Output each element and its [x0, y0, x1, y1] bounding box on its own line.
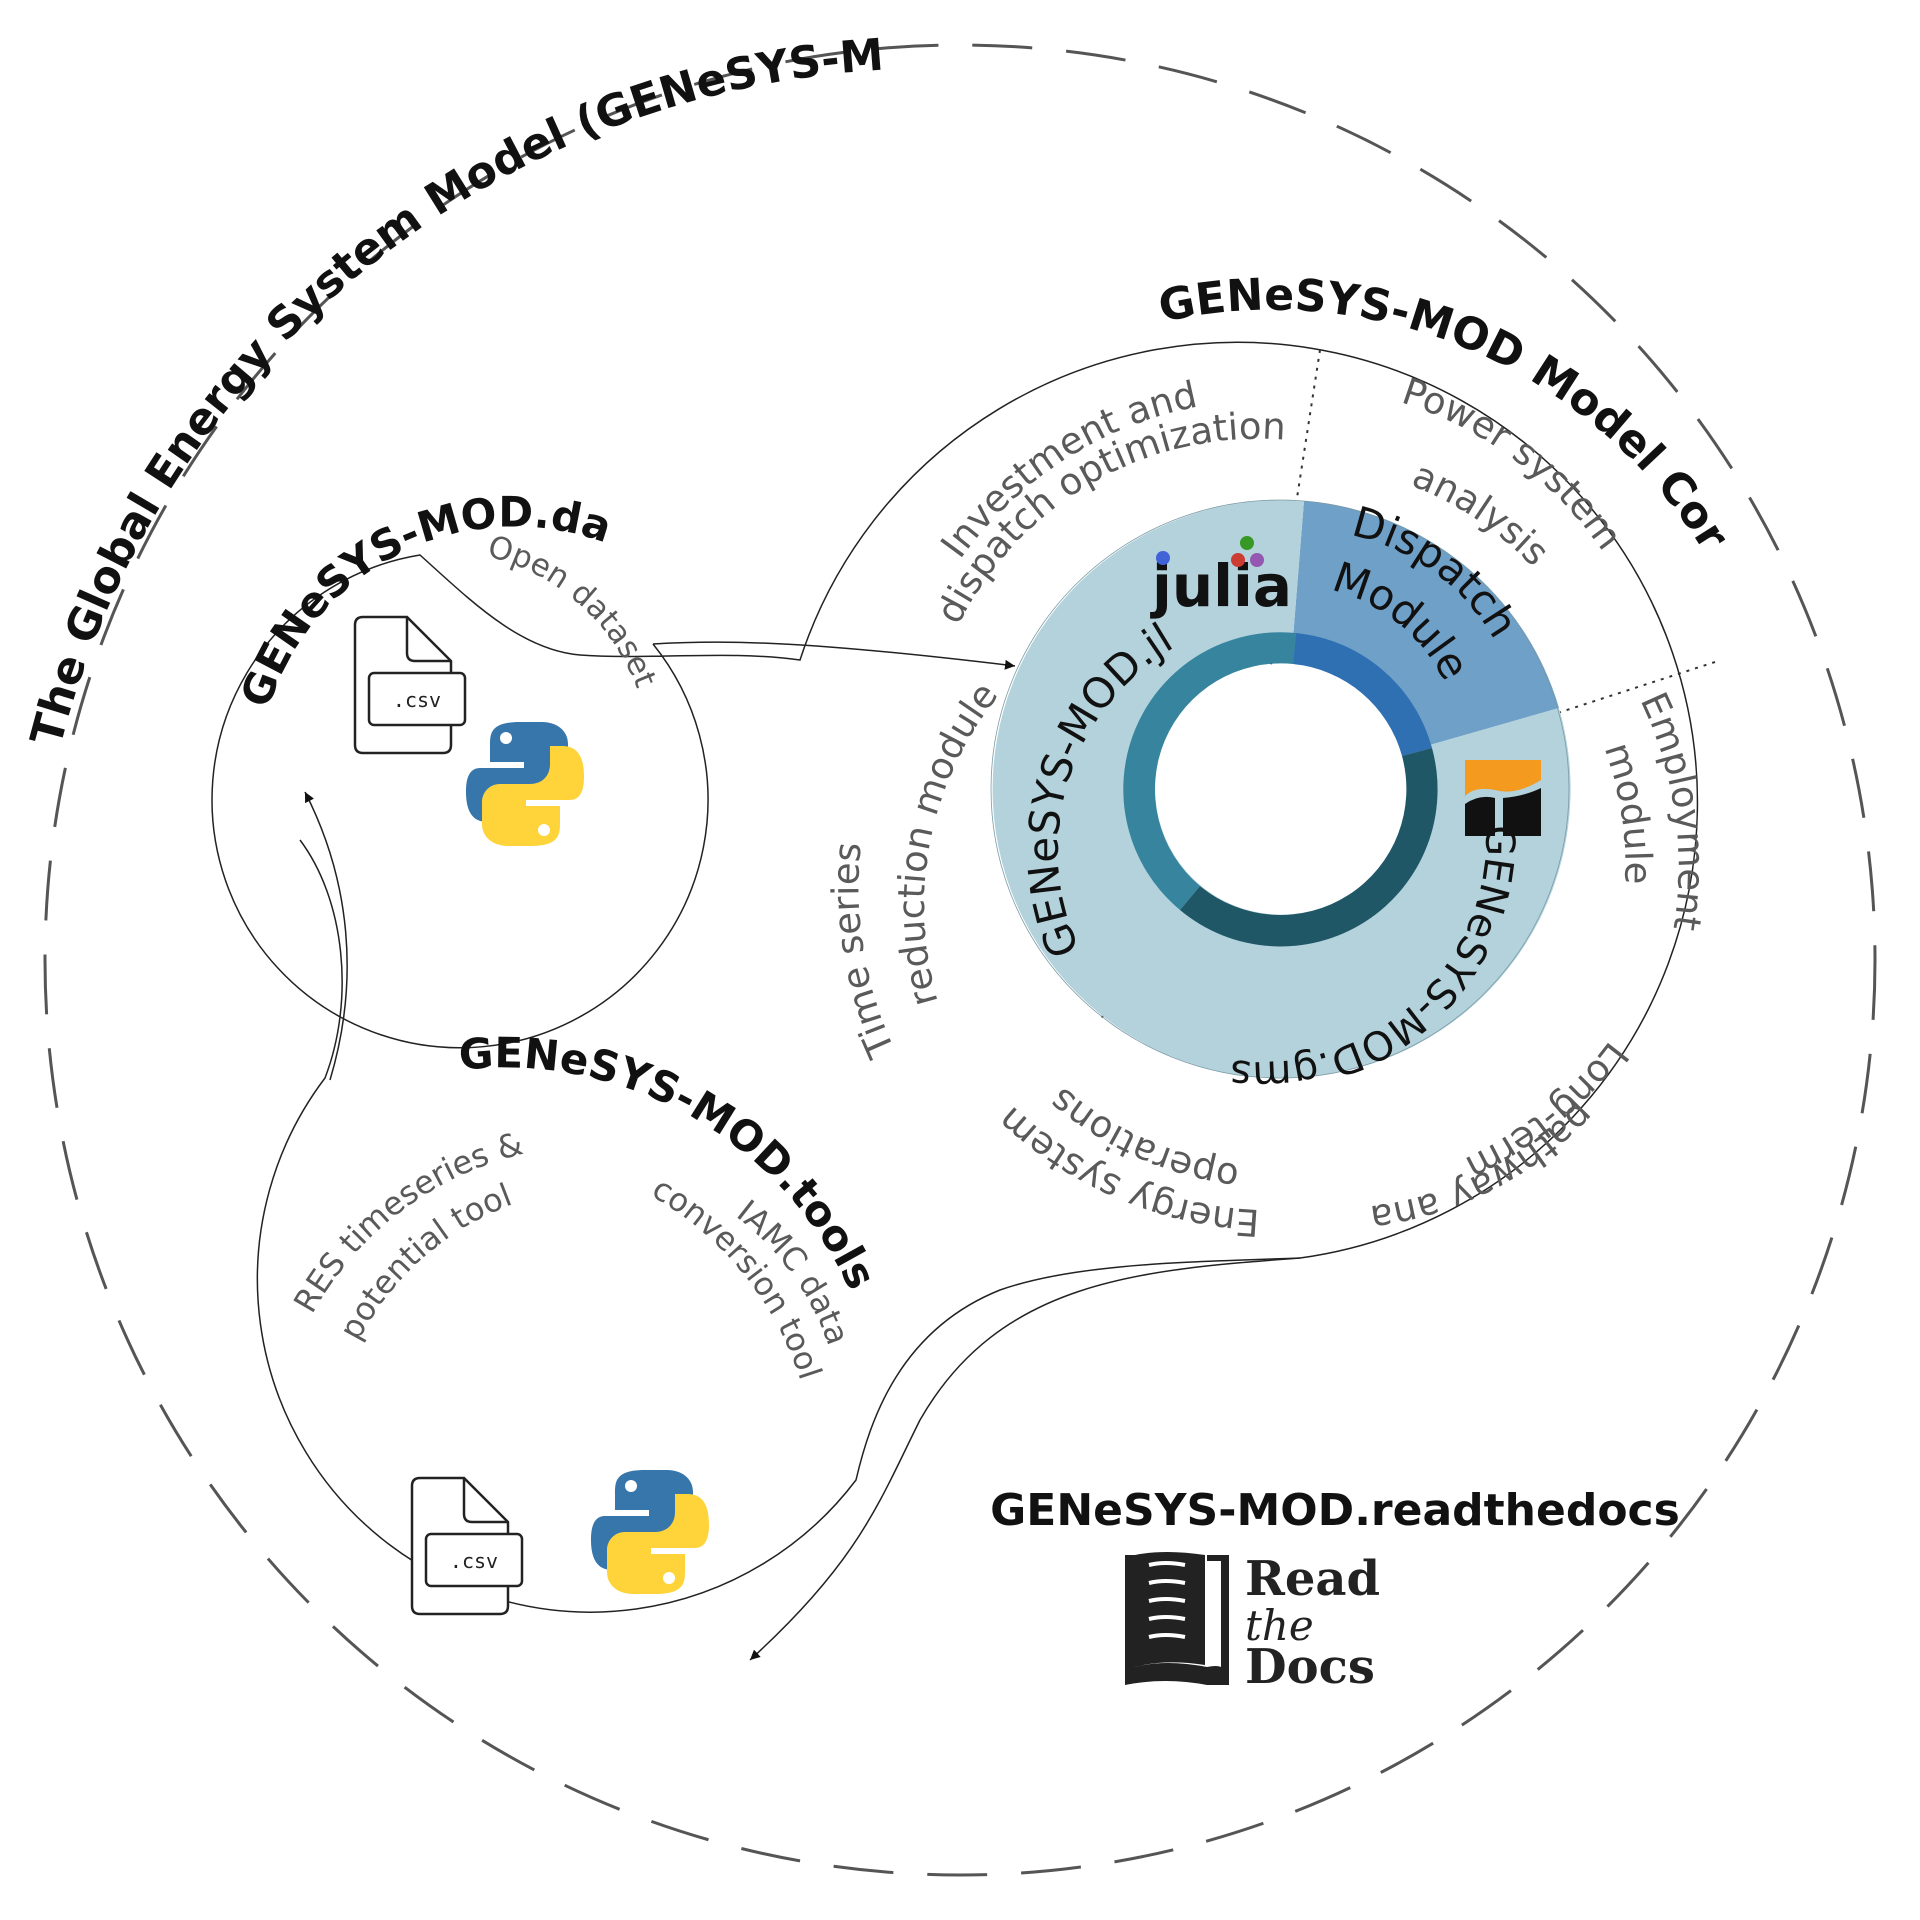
employment-label-line2: module: [1596, 738, 1660, 885]
docs-logo-word-read: Read: [1245, 1551, 1380, 1607]
core-outer-ring: [992, 500, 1571, 1079]
outer-dashed-boundary: [43, 43, 1877, 1877]
data-module-caption: Open dataset: [484, 529, 663, 692]
core-title: GENeSYS-MOD Model Core: [0, 0, 1739, 559]
jl-inner-segment: [1123, 632, 1296, 910]
docs-logo-word-the: the: [1245, 1601, 1314, 1650]
csv-file-icon: .csv: [410, 1476, 524, 1616]
python-logo-icon: [466, 722, 584, 846]
dispatch-outer-segment: [1291, 501, 1559, 753]
outer-title: The Global Energy System Model (GENeSYS-…: [0, 0, 885, 751]
csv-file-label: .csv: [393, 688, 441, 712]
julia-logo-icon: julia: [1150, 536, 1292, 620]
docs-logo-word-docs: Docs: [1245, 1639, 1375, 1695]
dispatch-inner-segment: [1293, 633, 1432, 756]
arrow-data-to-core: [652, 641, 1016, 670]
arrow-tools-to-data: [304, 791, 348, 1081]
read-the-docs-logo-icon: [1125, 1552, 1229, 1685]
core-center-hole: [1156, 665, 1404, 913]
docs-title: GENeSYS-MOD.readthedocs: [990, 1485, 1680, 1536]
csv-file-icon: .csv: [353, 615, 467, 755]
python-logo-icon: [591, 1470, 709, 1594]
gams-logo-icon: [1465, 760, 1541, 836]
core-outer-ring-border: [990, 499, 1570, 1079]
csv-file-label: .csv: [450, 1549, 498, 1573]
timeseries-label-line2: reduction module: [890, 674, 1006, 1011]
gms-inner-segment: [1180, 748, 1438, 947]
julia-logo-text: julia: [1150, 552, 1292, 620]
arrow-core-to-tools: [749, 1257, 1301, 1661]
